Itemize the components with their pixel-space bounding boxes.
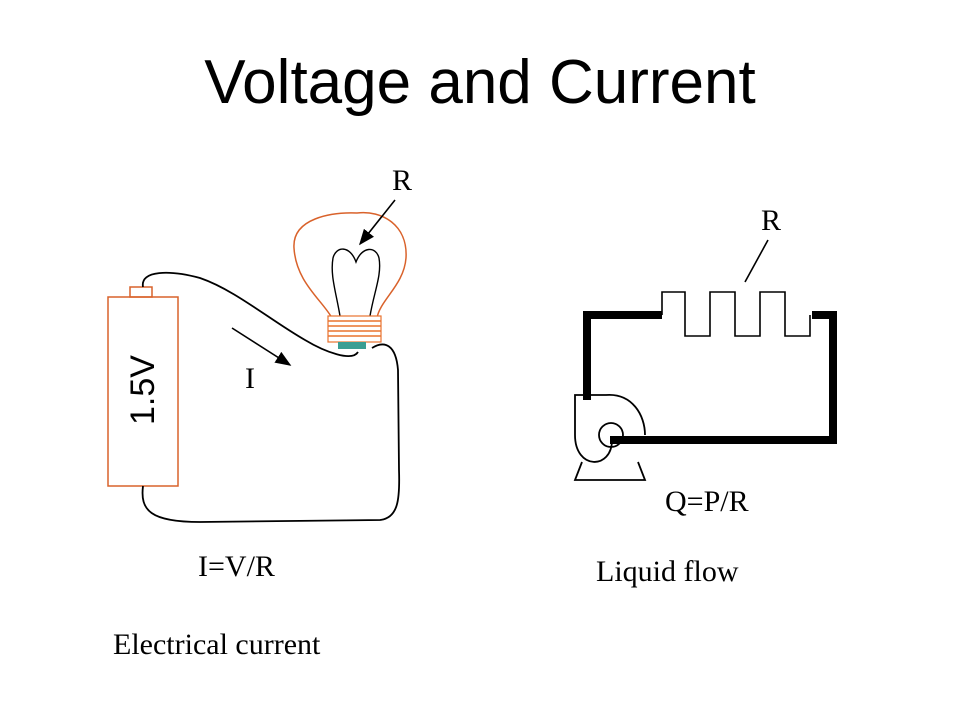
slide-title: Voltage and Current bbox=[204, 48, 756, 117]
fluid-formula: Q=P/R bbox=[665, 485, 749, 518]
light-bulb-icon bbox=[293, 211, 407, 349]
electrical-circuit bbox=[107, 199, 407, 523]
electrical-formula: I=V/R bbox=[198, 550, 275, 583]
top-wire bbox=[142, 271, 359, 357]
pipe-loop bbox=[583, 311, 837, 444]
electrical-caption: Electrical current bbox=[113, 628, 321, 661]
pipe-resistance-label: R bbox=[761, 204, 782, 237]
current-label: I bbox=[245, 362, 255, 395]
bulb-resistance-pointer bbox=[359, 199, 396, 246]
bottom-wire bbox=[141, 343, 401, 523]
fluid-caption: Liquid flow bbox=[596, 555, 739, 588]
fluid-circuit bbox=[573, 239, 837, 481]
battery-voltage-label: 1.5V bbox=[124, 355, 162, 425]
current-arrow bbox=[231, 327, 292, 366]
pump-icon bbox=[573, 394, 647, 481]
pipe-resistor bbox=[661, 291, 811, 337]
pipe-resistance-pointer bbox=[744, 239, 769, 283]
bulb-resistance-label: R bbox=[392, 164, 413, 197]
